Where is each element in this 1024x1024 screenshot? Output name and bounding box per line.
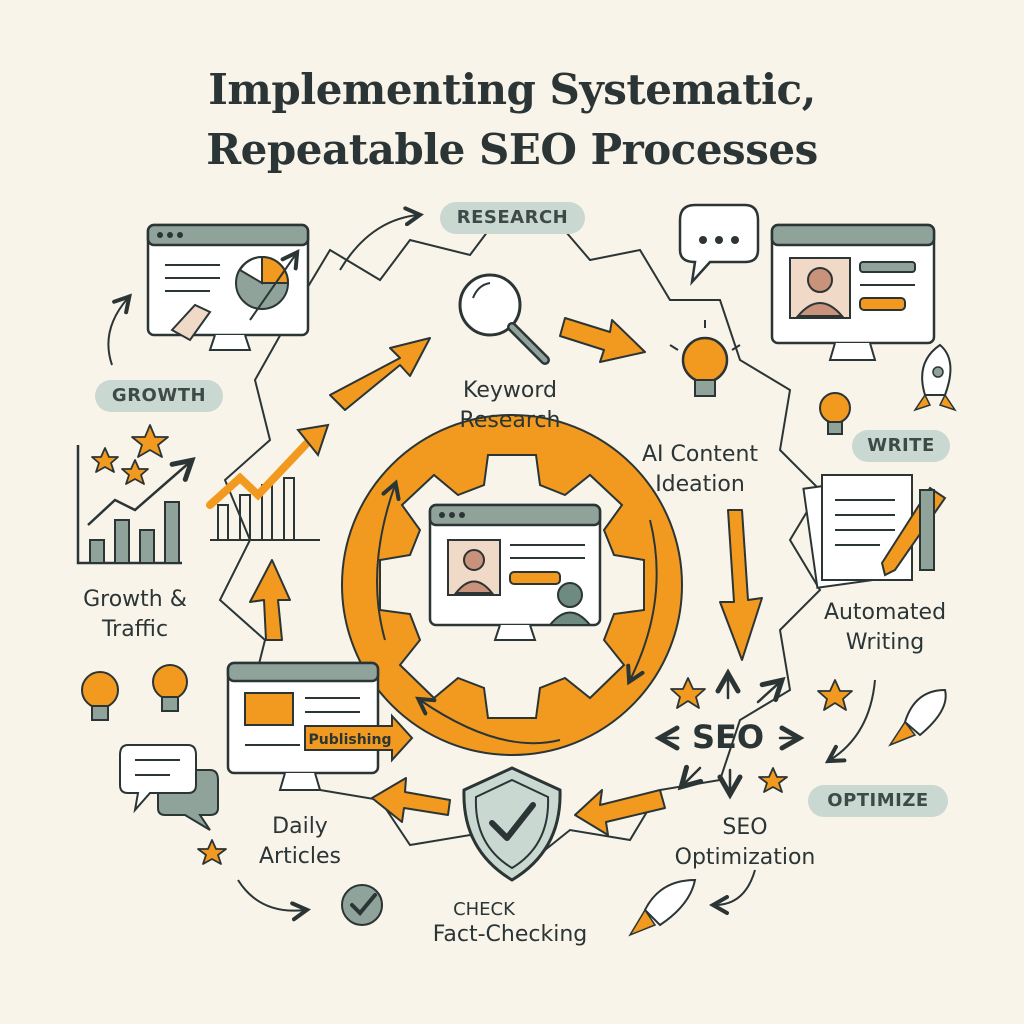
keyword-research-line-1: Keyword <box>463 378 557 403</box>
daily-articles-line-1: Daily <box>272 814 328 839</box>
automated-writing-label: Automated Writing <box>800 598 970 658</box>
curved-arrow-right <box>830 679 876 760</box>
seo-direction-arrows <box>662 676 797 792</box>
arrow-research-to-ideation <box>559 317 646 363</box>
flow-arrows <box>249 317 763 836</box>
growth-pill: GROWTH <box>95 380 223 412</box>
automated-writing-line-1: Automated <box>823 600 947 625</box>
arrow-ideation-to-seo <box>719 509 763 661</box>
curved-arrow-left-up <box>107 298 128 366</box>
chat-bubbles-icon <box>119 744 219 831</box>
profile-monitor-icon <box>770 223 936 361</box>
trend-chart-icon <box>206 423 330 541</box>
rocket-bottom-icon <box>628 878 697 937</box>
inner-cycle-arrow-bottom <box>420 700 561 745</box>
arrow-publishing-to-growth <box>249 559 291 641</box>
publishing-monitor-icon: Publishing <box>226 661 414 791</box>
page-title-line-2: Repeatable SEO Processes <box>206 125 818 174</box>
magnifying-glass-icon <box>458 273 550 365</box>
lightbulb-left-2-icon <box>152 664 188 712</box>
star-icon <box>91 447 119 473</box>
ai-content-ideation-line-2: Ideation <box>655 472 745 497</box>
rocket-icon <box>913 343 957 412</box>
curved-arrow-bottom-right <box>715 869 756 905</box>
star-icon <box>131 424 169 458</box>
fact-checking-label: Fact-Checking <box>432 922 588 947</box>
lightbulb-left-1-icon <box>81 671 119 721</box>
growth-traffic-line-2: Traffic <box>101 617 169 642</box>
curved-arrow-top-left <box>339 215 418 271</box>
automated-writing-line-2: Writing <box>845 630 925 655</box>
arrow-growth-to-research <box>329 337 431 411</box>
analytics-monitor-icon <box>146 223 310 351</box>
star-icon <box>758 767 788 793</box>
growth-bar-chart-icon <box>76 445 190 565</box>
publishing-tag-arrow <box>304 713 414 763</box>
publishing-tag-label: Publishing <box>309 732 392 748</box>
inner-cycle-arrow-right <box>630 519 658 680</box>
shield-check-icon <box>462 766 562 882</box>
seo-center-label: SEO <box>692 718 764 756</box>
check-circle-icon <box>341 884 383 926</box>
star-icons <box>91 424 853 865</box>
ai-content-ideation-line-1: AI Content <box>641 442 759 467</box>
growth-traffic-label: Growth & Traffic <box>60 585 210 645</box>
optimize-pill: OPTIMIZE <box>808 785 948 817</box>
check-label: CHECK <box>453 899 516 920</box>
chat-bubble-icon <box>678 203 760 286</box>
growth-traffic-line-1: Growth & <box>83 587 187 612</box>
lightbulb-icon <box>669 320 741 397</box>
keyword-research-label: Keyword Research <box>420 376 600 436</box>
star-icon <box>197 839 227 865</box>
daily-articles-label: Daily Articles <box>240 812 360 872</box>
ai-content-ideation-label: AI Content Ideation <box>620 440 780 500</box>
seo-optimization-line-2: Optimization <box>674 845 816 870</box>
page-title: Implementing Systematic, Repeatable SEO … <box>0 60 1024 180</box>
central-monitor-icon <box>428 503 602 641</box>
star-icon <box>121 459 149 485</box>
seo-optimization-line-1: SEO <box>722 815 768 840</box>
seo-optimization-label: SEO Optimization <box>660 813 830 873</box>
arrow-check-to-publishing <box>371 777 451 823</box>
inner-cycle-arrow-left <box>376 485 395 641</box>
page-title-line-1: Implementing Systematic, <box>208 65 816 114</box>
arrow-seo-to-check <box>574 789 666 836</box>
documents-pencil-icon <box>802 474 947 589</box>
curved-arrow-bottom-left <box>237 879 305 911</box>
write-pill: WRITE <box>852 430 950 462</box>
research-pill: RESEARCH <box>440 202 585 234</box>
small-lightbulb-icon <box>819 392 851 435</box>
keyword-research-line-2: Research <box>459 408 561 433</box>
daily-articles-line-2: Articles <box>258 844 342 869</box>
rocket-right-icon <box>888 688 947 747</box>
star-icon <box>817 679 853 711</box>
star-icon <box>670 677 706 709</box>
